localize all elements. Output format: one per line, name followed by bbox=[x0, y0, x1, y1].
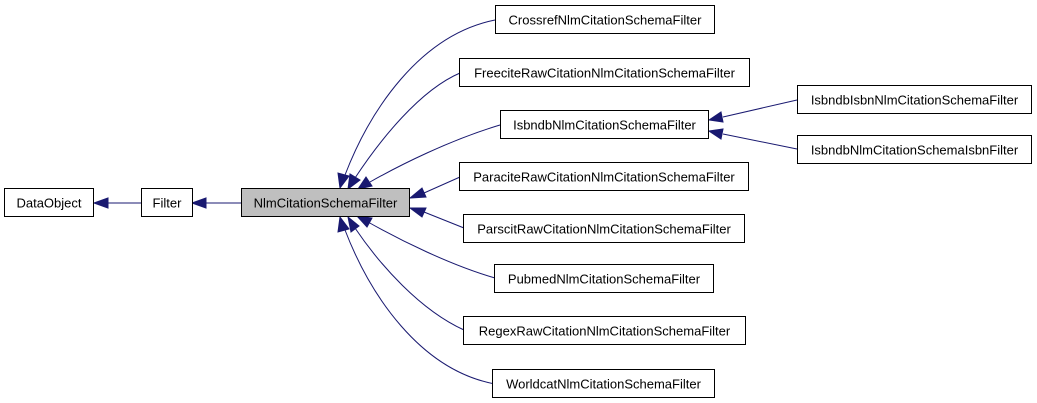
node-crossref[interactable]: CrossrefNlmCitationSchemaFilter bbox=[495, 5, 715, 34]
node-pubmed[interactable]: PubmedNlmCitationSchemaFilter bbox=[494, 264, 714, 293]
node-label: Filter bbox=[153, 196, 183, 211]
node-box bbox=[494, 264, 714, 293]
node-label: IsbndbIsbnNlmCitationSchemaFilter bbox=[811, 93, 1019, 108]
edge-isbndbisbnnlm-to-isbndb bbox=[722, 99, 798, 118]
edge-arrowhead bbox=[408, 207, 427, 218]
node-label: FreeciteRawCitationNlmCitationSchemaFilt… bbox=[474, 66, 735, 81]
node-box bbox=[463, 316, 746, 345]
edges bbox=[92, 19, 798, 385]
node-worldcat[interactable]: WorldcatNlmCitationSchemaFilter bbox=[492, 369, 715, 398]
node-box bbox=[141, 188, 193, 217]
node-box bbox=[459, 162, 749, 191]
node-box bbox=[797, 135, 1032, 164]
node-label: PubmedNlmCitationSchemaFilter bbox=[508, 272, 701, 287]
edge-crossref-to-nlm bbox=[344, 19, 496, 176]
edge-arrowhead bbox=[707, 111, 724, 123]
node-paracite[interactable]: ParaciteRawCitationNlmCitationSchemaFilt… bbox=[459, 162, 749, 191]
edge-isbndb-to-nlm bbox=[369, 124, 501, 183]
node-label: RegexRawCitationNlmCitationSchemaFilter bbox=[479, 324, 731, 339]
node-label: CrossrefNlmCitationSchemaFilter bbox=[509, 13, 703, 28]
edge-arrowhead bbox=[707, 128, 724, 140]
node-box bbox=[797, 85, 1032, 114]
node-freecite[interactable]: FreeciteRawCitationNlmCitationSchemaFilt… bbox=[459, 58, 750, 87]
node-isbndb[interactable]: IsbndbNlmCitationSchemaFilter bbox=[500, 110, 709, 139]
node-isbndbnlmisbn[interactable]: IsbndbNlmCitationSchemaIsbnFilter bbox=[797, 135, 1032, 164]
node-nlmcitationschemafilter[interactable]: NlmCitationSchemaFilter bbox=[241, 188, 410, 217]
node-label: DataObject bbox=[16, 196, 81, 211]
node-label: IsbndbNlmCitationSchemaIsbnFilter bbox=[811, 143, 1019, 158]
node-parscit[interactable]: ParscitRawCitationNlmCitationSchemaFilte… bbox=[463, 214, 745, 243]
edge-arrowhead bbox=[356, 176, 373, 190]
edge-parscit-to-nlm bbox=[423, 211, 465, 229]
node-label: WorldcatNlmCitationSchemaFilter bbox=[506, 377, 701, 392]
edge-freecite-to-nlm bbox=[354, 72, 461, 179]
node-box bbox=[492, 369, 715, 398]
edge-regex-to-nlm bbox=[354, 227, 465, 331]
edge-arrowhead bbox=[337, 172, 350, 190]
node-filter[interactable]: Filter bbox=[141, 188, 193, 217]
node-label: NlmCitationSchemaFilter bbox=[254, 196, 398, 211]
edge-pubmed-to-nlm bbox=[367, 221, 496, 279]
node-box bbox=[463, 214, 745, 243]
node-label: ParaciteRawCitationNlmCitationSchemaFilt… bbox=[473, 170, 735, 185]
node-box bbox=[241, 188, 410, 217]
edge-arrowhead bbox=[408, 187, 427, 199]
edge-arrowhead bbox=[190, 197, 207, 209]
edge-arrowhead bbox=[337, 215, 350, 233]
edge-arrowhead bbox=[355, 215, 373, 228]
node-isbndbisbnnlm[interactable]: IsbndbIsbnNlmCitationSchemaFilter bbox=[797, 85, 1032, 114]
edge-isbndbnlmisbn-to-isbndb bbox=[722, 133, 798, 150]
node-box bbox=[495, 5, 715, 34]
node-box bbox=[4, 188, 94, 217]
node-box bbox=[459, 58, 750, 87]
edge-arrowhead bbox=[347, 215, 360, 233]
node-dataobject[interactable]: DataObject bbox=[4, 188, 94, 217]
edge-worldcat-to-nlm bbox=[344, 229, 496, 385]
node-regex[interactable]: RegexRawCitationNlmCitationSchemaFilter bbox=[463, 316, 746, 345]
node-label: IsbndbNlmCitationSchemaFilter bbox=[513, 118, 696, 133]
node-label: ParscitRawCitationNlmCitationSchemaFilte… bbox=[477, 222, 731, 237]
edge-arrowhead bbox=[347, 173, 361, 191]
edge-paracite-to-nlm bbox=[423, 176, 461, 194]
node-box bbox=[500, 110, 709, 139]
edge-arrowhead bbox=[92, 197, 109, 209]
